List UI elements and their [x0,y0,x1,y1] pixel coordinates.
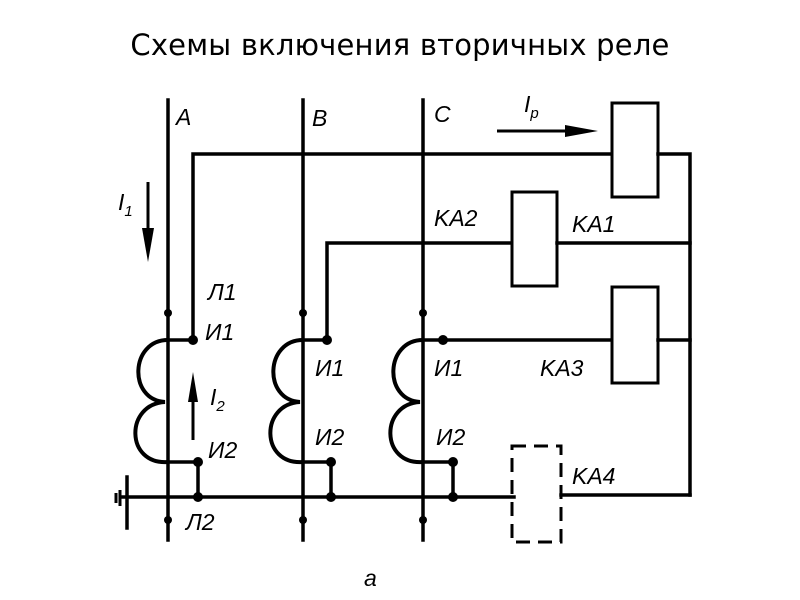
terminal-l2-label: Л2 [184,509,215,535]
diagram-title: Схемы включения вторичных реле [130,28,670,62]
relay-ka4-label: KA4 [572,463,615,489]
secondary-current-label: I2 [210,384,225,415]
terminal-i1-a-label: И1 [205,319,234,345]
current-transformer-b [268,309,336,524]
relay-ka4 [510,444,563,544]
relay-ka2 [510,190,559,288]
return-wire [656,152,692,497]
phase-b-label: B [312,105,327,131]
relay-ka1 [610,101,660,199]
wire-phase-a-to-ka1 [191,152,614,342]
relay-ka1-label: KA1 [572,211,615,237]
terminal-i2-b-label: И2 [315,424,344,450]
current-transformer-c [388,309,458,524]
current-transformer-a [133,309,203,524]
phase-a-label: A [174,104,191,130]
terminal-l1-label: Л1 [206,279,237,305]
primary-current-label: I1 [118,189,133,220]
secondary-current-arrowhead [188,372,198,402]
wire-phase-b-to-ka2 [325,241,514,342]
relay-ka2-label: KA2 [434,205,478,231]
figure-caption: a [364,565,377,591]
terminal-i1-b-label: И1 [315,355,344,381]
phase-c-label: C [434,101,451,127]
relay-ka3 [610,285,660,385]
relay-ka3-label: KA3 [540,355,584,381]
relay-current-arrowhead [565,125,598,137]
terminal-i1-c-label: И1 [434,355,463,381]
relay-current-label: Ip [524,91,539,122]
terminal-i2-c-label: И2 [436,424,465,450]
primary-current-arrowhead [142,228,154,262]
terminal-i2-a-label: И2 [208,437,237,463]
